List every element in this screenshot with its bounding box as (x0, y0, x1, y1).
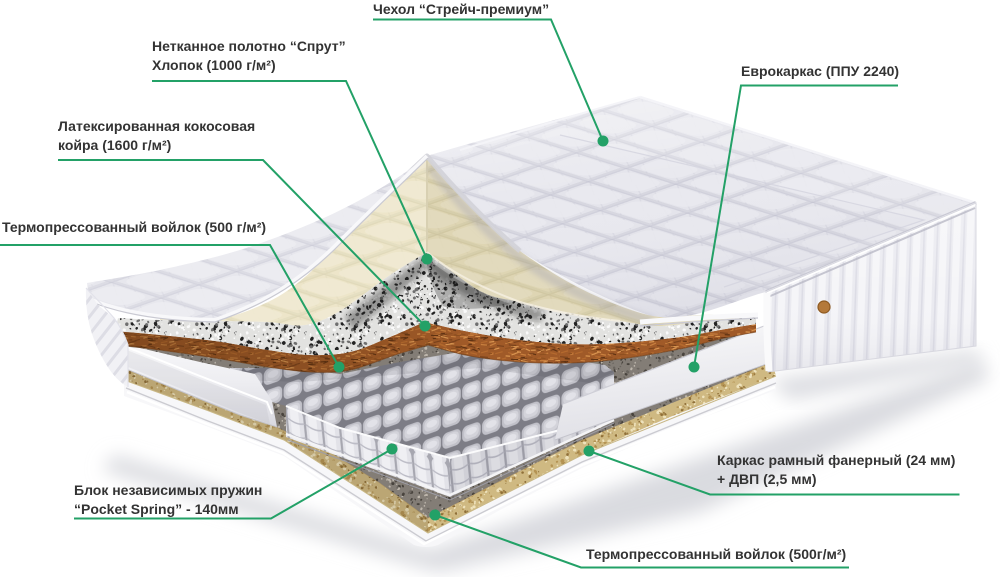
svg-text:Блок независимых пружин: Блок независимых пружин (74, 482, 262, 498)
svg-text:койра (1600 г/м²): койра (1600 г/м²) (58, 137, 171, 153)
svg-text:Еврокаркас (ППУ 2240): Еврокаркас (ППУ 2240) (741, 63, 899, 79)
svg-text:Чехол “Стрейч-премиум”: Чехол “Стрейч-премиум” (373, 1, 549, 17)
svg-text:Нетканное полотно “Спрут”: Нетканное полотно “Спрут” (152, 38, 346, 54)
svg-text:Термопрессованный войлок (500г: Термопрессованный войлок (500г/м²) (586, 546, 846, 562)
svg-text:Термопрессованный войлок (500: Термопрессованный войлок (500 г/м²) (2, 219, 266, 235)
svg-text:Хлопок (1000 г/м²): Хлопок (1000 г/м²) (152, 57, 276, 73)
svg-text:Латексированная кокосовая: Латексированная кокосовая (58, 118, 255, 134)
svg-text:+ ДВП (2,5 мм): + ДВП (2,5 мм) (717, 471, 817, 487)
svg-text:Каркас рамный фанерный (24 мм): Каркас рамный фанерный (24 мм) (717, 452, 955, 468)
svg-text:“Pocket Spring” - 140мм: “Pocket Spring” - 140мм (74, 501, 239, 517)
